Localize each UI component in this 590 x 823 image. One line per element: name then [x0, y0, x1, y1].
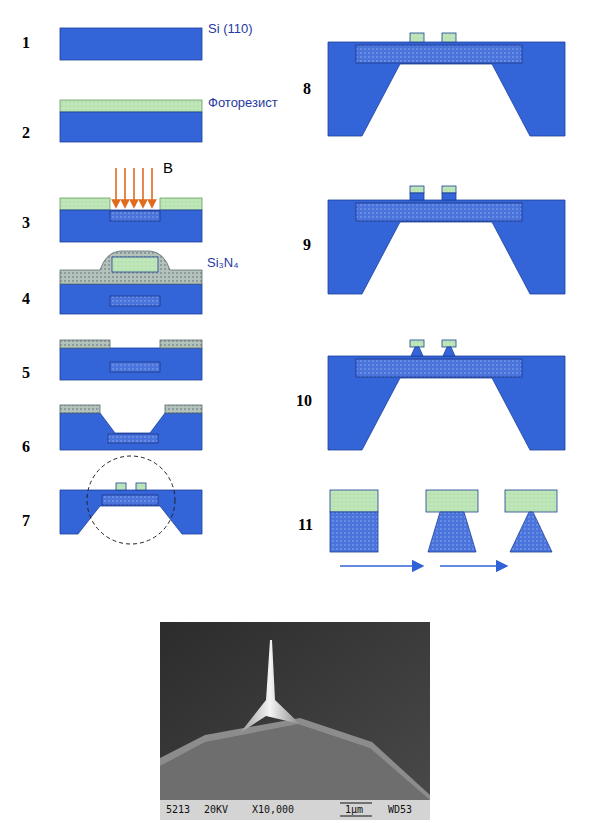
step-number: 9 — [303, 236, 311, 254]
sem-info: 5213 — [166, 804, 190, 815]
step-number: 1 — [22, 34, 30, 52]
step-number: 10 — [296, 392, 312, 410]
scale-bar-label: 1μm — [345, 804, 363, 815]
sem-info: WD53 — [388, 804, 412, 815]
step-number: 5 — [22, 364, 30, 382]
material-label: Si (110) — [208, 22, 253, 36]
material-label: Si₃N₄ — [207, 256, 239, 270]
dopant-label: B — [163, 160, 173, 177]
step-number: 11 — [298, 516, 313, 534]
step-number: 2 — [22, 124, 30, 142]
material-label: Фоторезист — [208, 96, 278, 110]
step-number: 6 — [22, 438, 30, 456]
sem-info: X10,000 — [252, 804, 294, 815]
step-number: 8 — [303, 80, 311, 98]
step-number: 7 — [22, 512, 30, 530]
step-number: 4 — [22, 290, 30, 308]
step-number: 3 — [22, 214, 30, 232]
sem-info: 20KV — [204, 804, 228, 815]
